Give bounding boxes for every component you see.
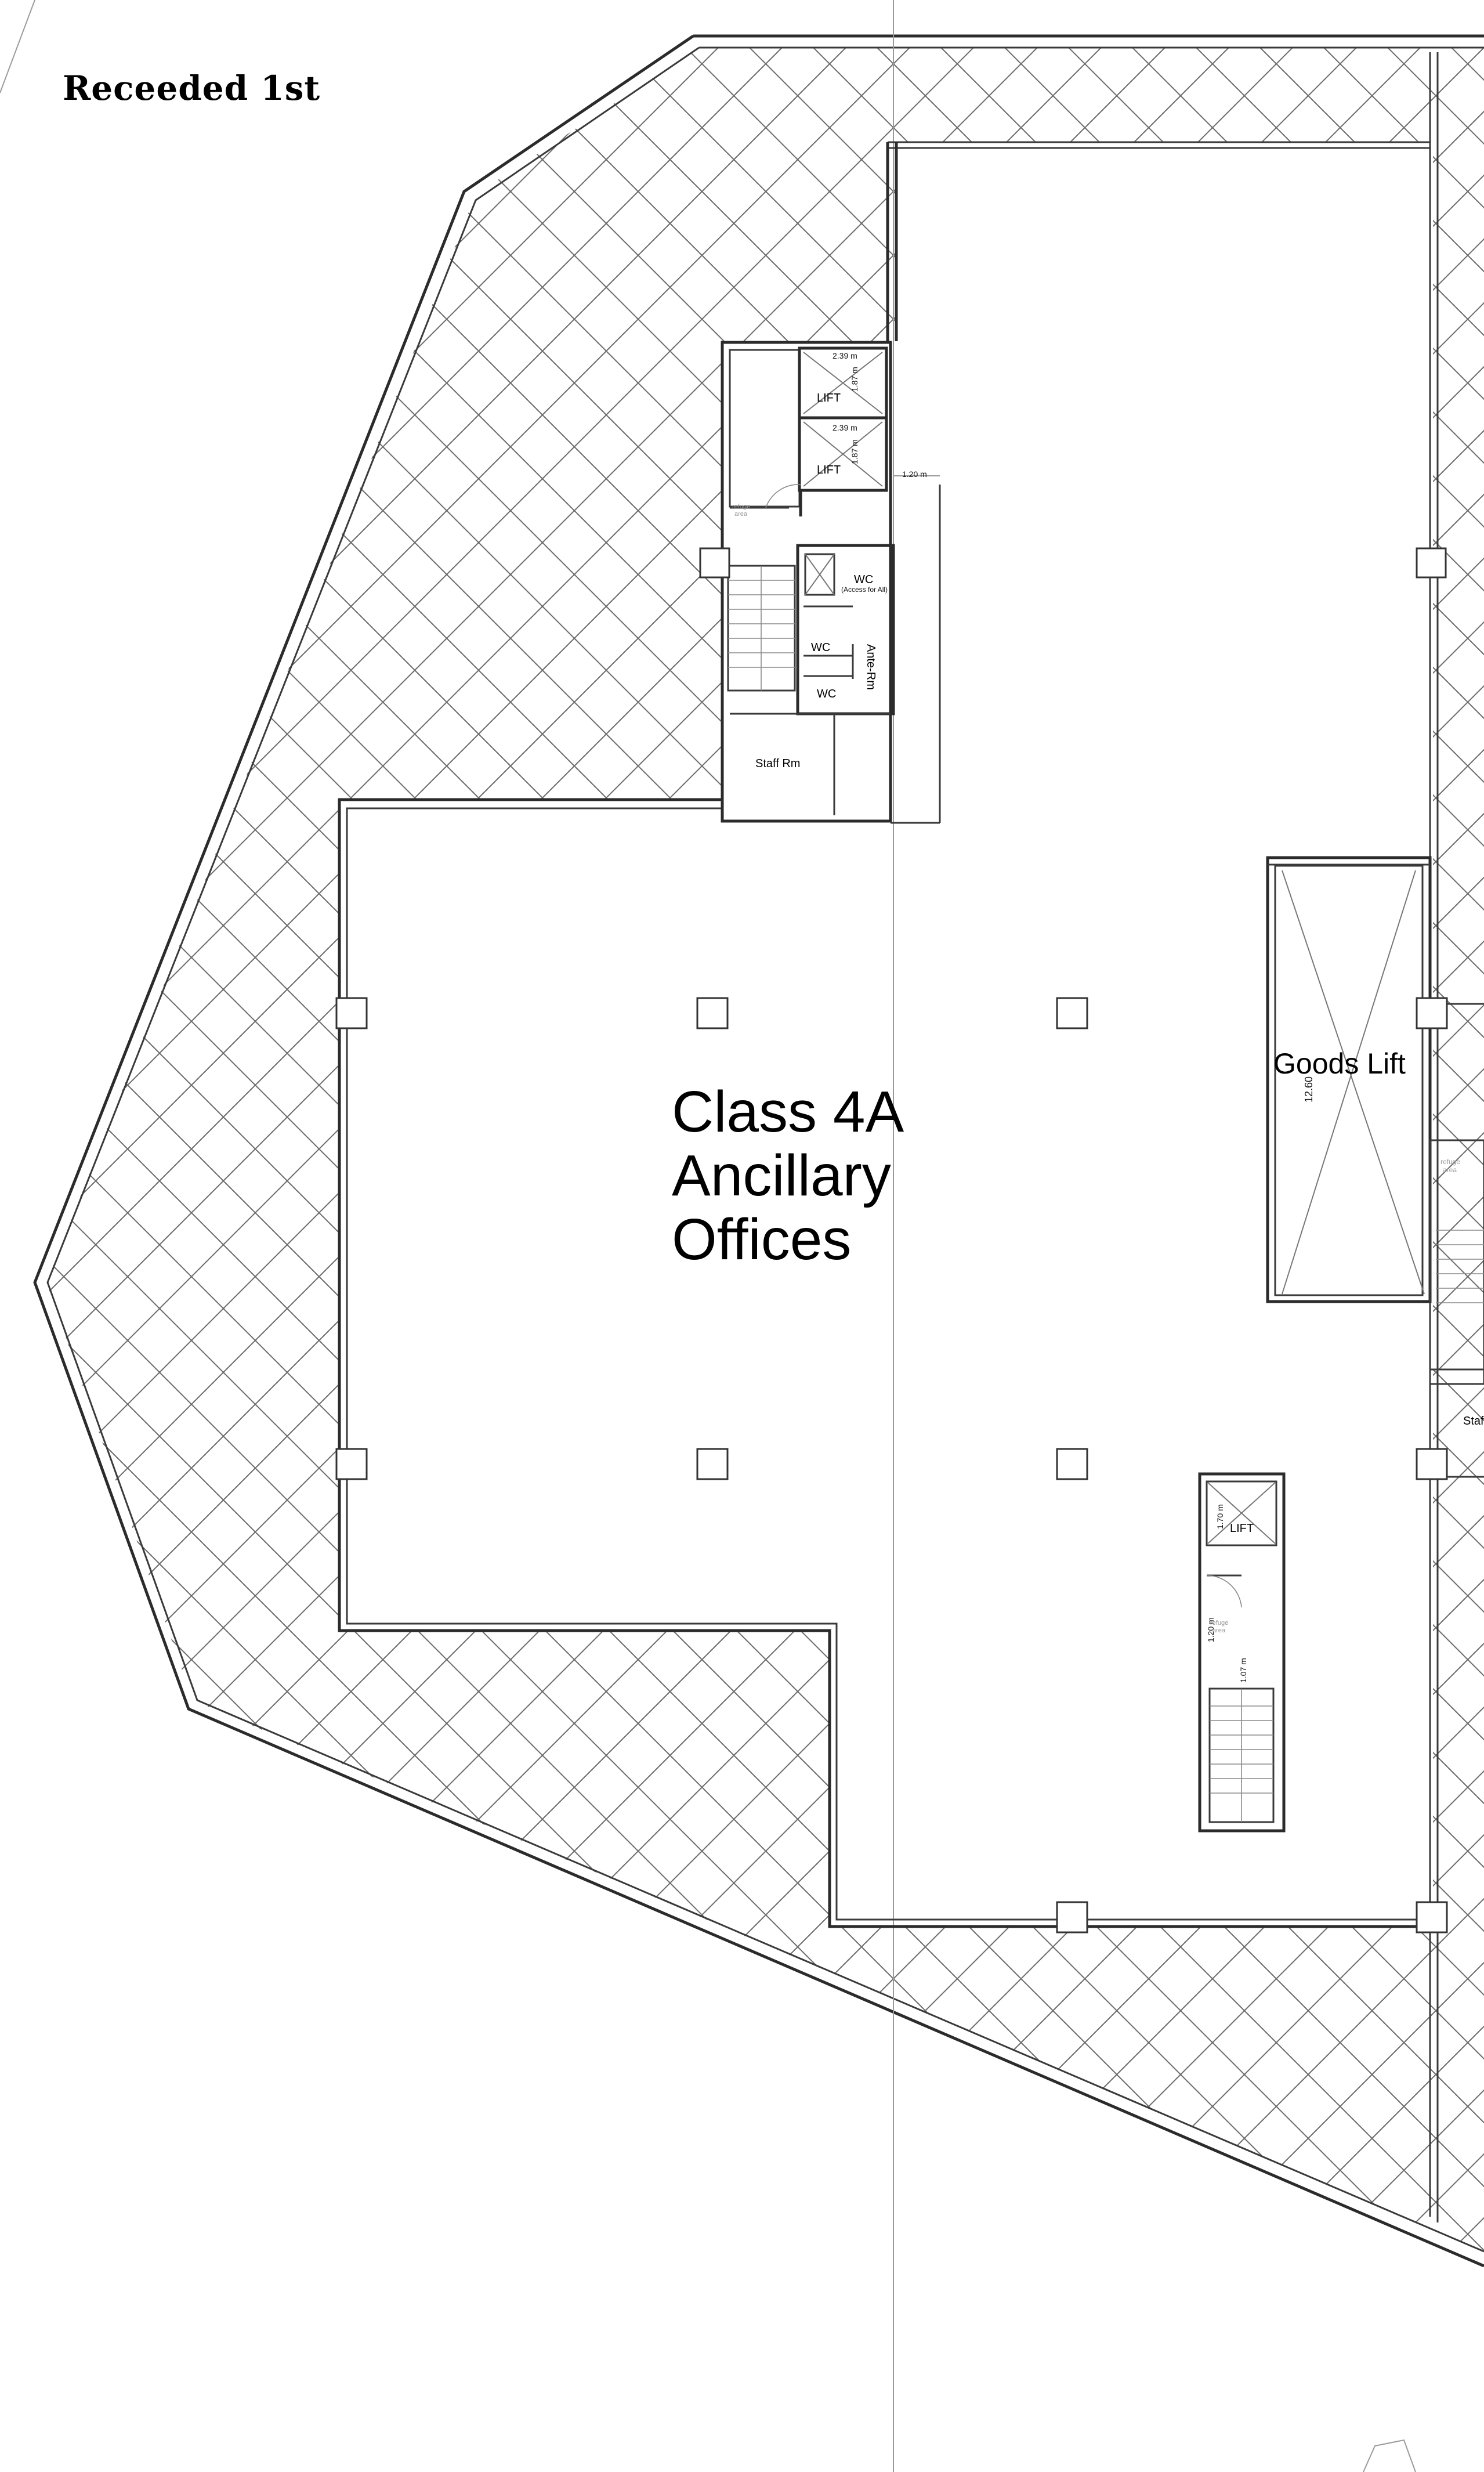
staff-label-partial: Staf — [1463, 1415, 1484, 1427]
ante-room-label: Ante-Rm — [864, 644, 877, 690]
core-side-wall — [886, 142, 898, 341]
office-wall — [338, 798, 1430, 1928]
small-lift-label: LIFT — [1230, 1522, 1254, 1535]
column — [1056, 1448, 1088, 1480]
office-use-line3: Offices — [672, 1207, 851, 1272]
stair-width-dim: 1.07 m — [1239, 1658, 1248, 1683]
goods-lift-label: Goods Lift — [1273, 1047, 1406, 1080]
wc-label-2: WC — [811, 641, 830, 654]
column — [699, 547, 730, 579]
column — [1416, 997, 1448, 1029]
lift-label-1: LIFT — [817, 392, 841, 404]
lift-label-2: LIFT — [817, 464, 841, 476]
column — [335, 997, 368, 1029]
sheet-title: Receeded 1st — [63, 68, 321, 108]
refuge-area-1a: refuge — [732, 503, 750, 510]
lift-width-1: 2.39 m — [833, 351, 857, 360]
columns — [335, 547, 1448, 1933]
outer-wall-inner — [46, 46, 1484, 2253]
column — [1056, 1901, 1088, 1933]
refuge-area-3b: area — [1443, 1166, 1457, 1174]
core-block — [721, 341, 941, 824]
wc-label-3: WC — [817, 688, 836, 700]
guide-stub — [0, 0, 35, 93]
refuge-area-1b: area — [734, 511, 748, 518]
small-lift-dim: 1.70 m — [1215, 1504, 1225, 1529]
goods-lift-block — [1266, 856, 1432, 1303]
wc-access-label: (Access for All) — [841, 586, 888, 594]
office-wall-inner — [346, 807, 1430, 1921]
refuge-area-2b: area — [1212, 1627, 1226, 1634]
column — [335, 1448, 368, 1480]
refuge-dim: 1.20 m — [1206, 1617, 1215, 1642]
refuge-area-2a: refuge — [1210, 1620, 1228, 1627]
column — [696, 1448, 729, 1480]
refuge-area-3a: refuge — [1440, 1158, 1460, 1166]
column — [1416, 547, 1447, 579]
outer-wall — [33, 34, 1484, 2268]
lift-depth-1: 1.87 m — [850, 367, 859, 392]
column — [1416, 1901, 1448, 1933]
lift-width-2: 2.39 m — [833, 423, 857, 432]
staff-room-label: Staff Rm — [755, 757, 800, 770]
corridor-dim: 1.20 m — [902, 469, 927, 479]
office-use-line1: Class 4A — [672, 1079, 904, 1144]
terrace-hatch — [46, 48, 1484, 2251]
goods-lift-dim: 12.60 — [1303, 1076, 1315, 1103]
column — [1056, 997, 1088, 1029]
wc-label-1: WC — [854, 573, 873, 586]
lift-depth-2: 1.87 m — [850, 439, 859, 464]
column — [1416, 1448, 1448, 1480]
office-use-line2: Ancillary — [672, 1143, 891, 1208]
corner-fragment — [1363, 2439, 1416, 2472]
small-lift-block — [1198, 1472, 1286, 1833]
column — [696, 997, 729, 1029]
